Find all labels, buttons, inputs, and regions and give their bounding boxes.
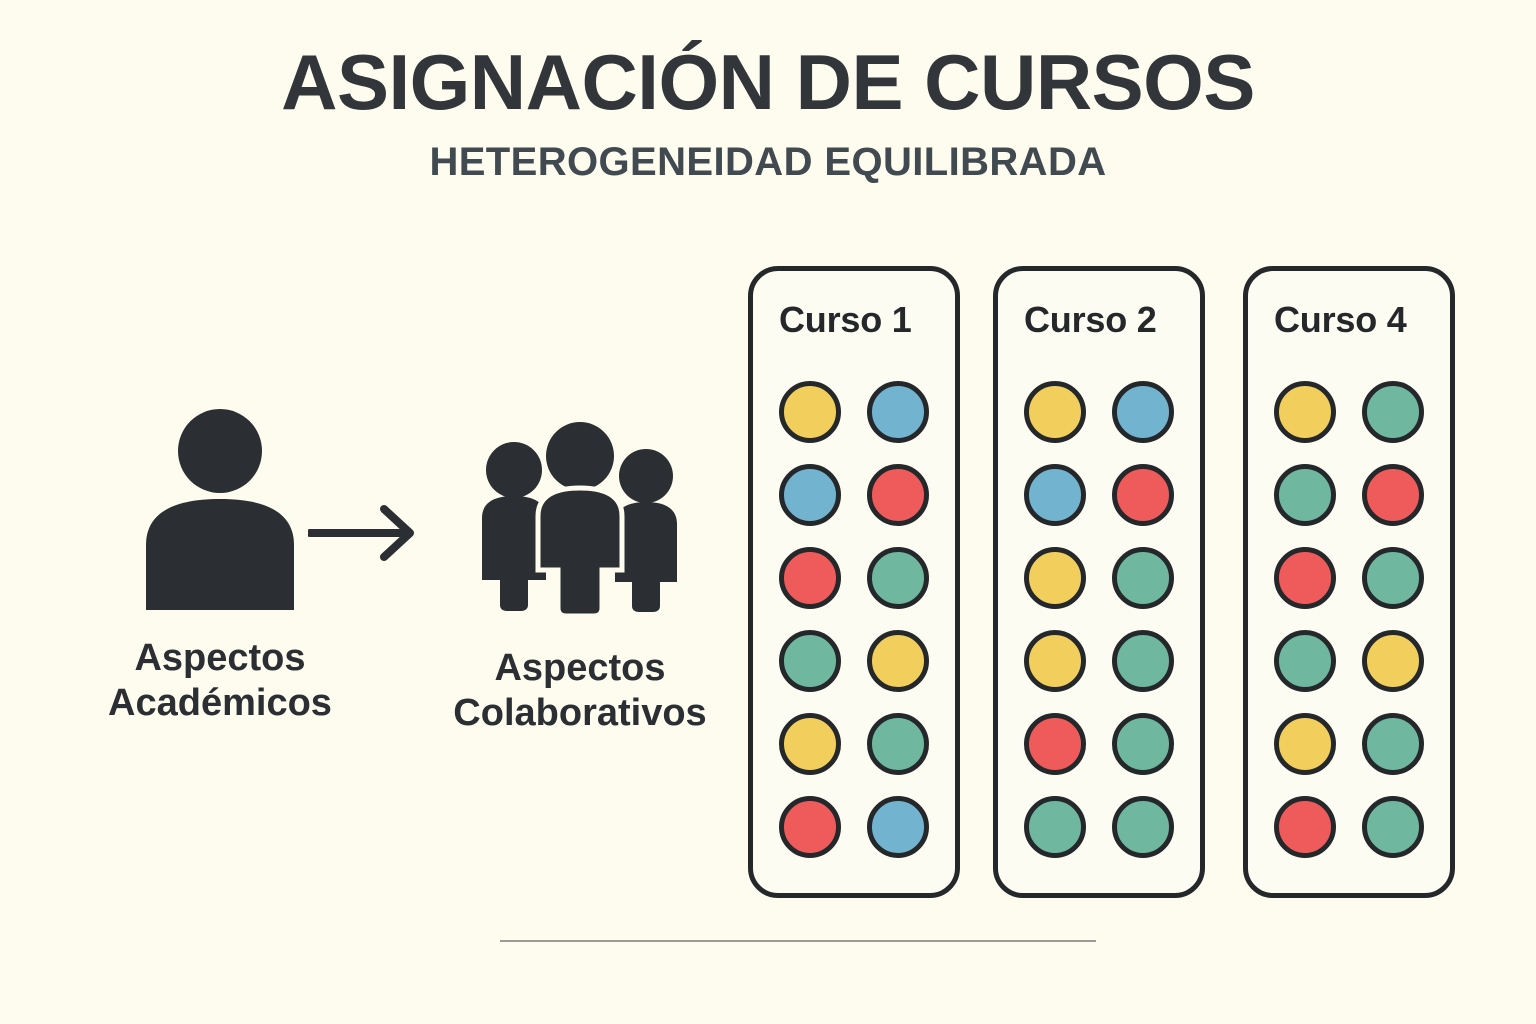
student-dot-blue[interactable] [867,796,929,858]
student-dot-blue[interactable] [779,464,841,526]
course-card-title: Curso 1 [779,299,912,340]
student-dot-green[interactable] [1362,547,1424,609]
student-dot-red[interactable] [779,796,841,858]
student-row [998,464,1200,526]
student-dot-red[interactable] [1024,713,1086,775]
student-dot-yellow[interactable] [1274,381,1336,443]
student-dot-green[interactable] [1362,381,1424,443]
student-dot-green[interactable] [1274,464,1336,526]
student-dot-yellow[interactable] [1024,547,1086,609]
student-dot-green[interactable] [1274,630,1336,692]
course-card-title: Curso 4 [1274,299,1407,340]
student-dot-green[interactable] [1112,630,1174,692]
course-student-grid [998,375,1200,858]
page-title: ASIGNACIÓN DE CURSOS [281,38,1255,126]
student-dot-red[interactable] [1274,547,1336,609]
student-dot-red[interactable] [779,547,841,609]
student-dot-green[interactable] [867,547,929,609]
group-people-icon [430,405,730,620]
student-dot-green[interactable] [867,713,929,775]
student-dot-yellow[interactable] [1024,630,1086,692]
concept-collaborative-label: Aspectos Colaborativos [453,647,707,734]
student-dot-blue[interactable] [867,381,929,443]
course-card[interactable]: Curso 1 [748,266,960,898]
student-dot-green[interactable] [1362,796,1424,858]
student-row [998,381,1200,443]
student-dot-red[interactable] [1362,464,1424,526]
student-dot-yellow[interactable] [867,630,929,692]
page-subtitle: HETEROGENEIDAD EQUILIBRADA [429,139,1107,184]
concept-flow: Aspectos Académicos [70,395,730,735]
student-row [1248,464,1450,526]
single-person-icon [70,395,370,610]
student-dot-yellow[interactable] [779,713,841,775]
student-row [998,630,1200,692]
student-dot-red[interactable] [1112,464,1174,526]
student-row [1248,630,1450,692]
student-row [1248,713,1450,775]
student-row [753,713,955,775]
student-row [1248,796,1450,858]
course-card[interactable]: Curso 2 [993,266,1205,898]
course-student-grid [1248,375,1450,858]
course-card-title: Curso 2 [1024,299,1157,340]
student-row [1248,547,1450,609]
student-row [753,547,955,609]
student-row [1248,381,1450,443]
course-card[interactable]: Curso 4 [1243,266,1455,898]
student-dot-yellow[interactable] [1024,381,1086,443]
student-dot-blue[interactable] [1112,381,1174,443]
concept-academic-label: Aspectos Académicos [108,637,332,724]
student-dot-yellow[interactable] [779,381,841,443]
student-row [998,547,1200,609]
student-dot-green[interactable] [779,630,841,692]
course-student-grid [753,375,955,858]
student-dot-green[interactable] [1024,796,1086,858]
student-dot-green[interactable] [1112,547,1174,609]
bottom-rule [500,940,1096,942]
student-row [753,464,955,526]
concept-academic: Aspectos Académicos [70,395,370,726]
student-dot-green[interactable] [1112,796,1174,858]
student-row [753,381,955,443]
student-dot-blue[interactable] [1024,464,1086,526]
student-row [998,796,1200,858]
student-dot-green[interactable] [1112,713,1174,775]
header: ASIGNACIÓN DE CURSOS HETEROGENEIDAD EQUI… [0,38,1536,184]
student-dot-red[interactable] [867,464,929,526]
student-dot-yellow[interactable] [1362,630,1424,692]
student-row [998,713,1200,775]
student-dot-green[interactable] [1362,713,1424,775]
student-row [753,796,955,858]
student-dot-red[interactable] [1274,796,1336,858]
arrow-right-icon [306,503,428,563]
student-row [753,630,955,692]
concept-collaborative: Aspectos Colaborativos [430,405,730,736]
student-dot-yellow[interactable] [1274,713,1336,775]
